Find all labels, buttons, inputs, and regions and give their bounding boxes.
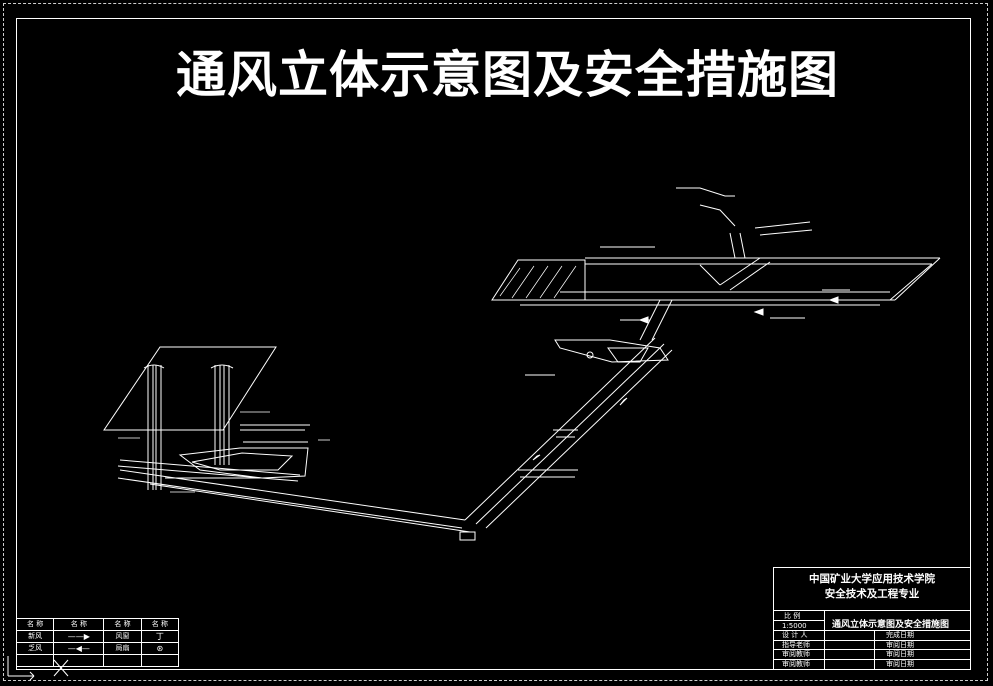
mining-district [491,187,941,376]
major-name: 安全技术及工程专业 [824,588,920,600]
title-block-row-divider [774,659,970,660]
title-block-header: 中国矿业大学应用技术学院 安全技术及工程专业 [774,572,970,602]
title-block-col-divider [824,610,825,669]
legend-empty-cell [140,654,180,667]
title-block-row-divider [774,649,970,650]
title-block-col-divider [874,630,875,669]
shaft-bottom-station [117,424,310,482]
inclined-roadway [464,337,673,529]
drawing-outer-frame [3,3,988,681]
legend-header: 名 称 [15,618,55,631]
scale-value: 1:5000 [782,622,807,630]
row-right: 审阅日期 [886,660,914,668]
ground-surface-plane [103,346,277,431]
goaf-hatch [499,265,577,299]
local-fan-icon: ⊛ [140,642,180,655]
row-left: 审阅教师 [782,660,810,668]
drawing-title: 通风立体示意图及安全措施图 [176,46,839,104]
drawing-border [16,18,971,670]
label-leaders [118,411,330,493]
row-right: 完成日期 [886,631,914,639]
air-window-icon: 丁 [140,630,180,643]
legend-header: 名 称 [103,618,142,631]
school-name: 中国矿业大学应用技术学院 [809,573,935,585]
main-shaft [143,364,165,490]
title-block-row-divider [774,630,970,631]
row-left: 审阅教师 [782,650,810,658]
local-fan-symbol [586,351,594,359]
auxiliary-shaft [210,364,234,465]
row-left: 指导老师 [782,641,810,649]
legend-name: 风窗 [103,630,142,643]
title-block: 中国矿业大学应用技术学院 安全技术及工程专业 比 例 1:5000 通风立体示意… [773,567,971,670]
row-right: 审阅日期 [886,641,914,649]
scale-label: 比 例 [784,612,801,620]
legend-table: 名 称 名 称 名 称 名 称 新风 ——▶ 风窗 丁 乏风 —◀— 局扇 ⊛ [15,618,180,670]
drawing-name: 通风立体示意图及安全措施图 [832,620,950,630]
legend-header: 名 称 [53,618,105,631]
scale-divider [774,620,824,621]
main-roadway [117,469,476,541]
legend-empty-cell [15,654,55,667]
legend-name: 局扇 [103,642,142,655]
legend-empty-cell [103,654,142,667]
legend-header: 名 称 [140,618,180,631]
title-block-row-divider [774,640,970,641]
row-right: 审阅日期 [886,650,914,658]
row-left: 设 计 人 [782,631,808,639]
fresh-air-arrow-icon: ——▶ [53,630,105,643]
ucs-axis-icon [7,656,69,681]
legend-name: 新风 [15,630,55,643]
airflow-arrows [532,296,839,461]
title-block-divider [774,610,970,611]
